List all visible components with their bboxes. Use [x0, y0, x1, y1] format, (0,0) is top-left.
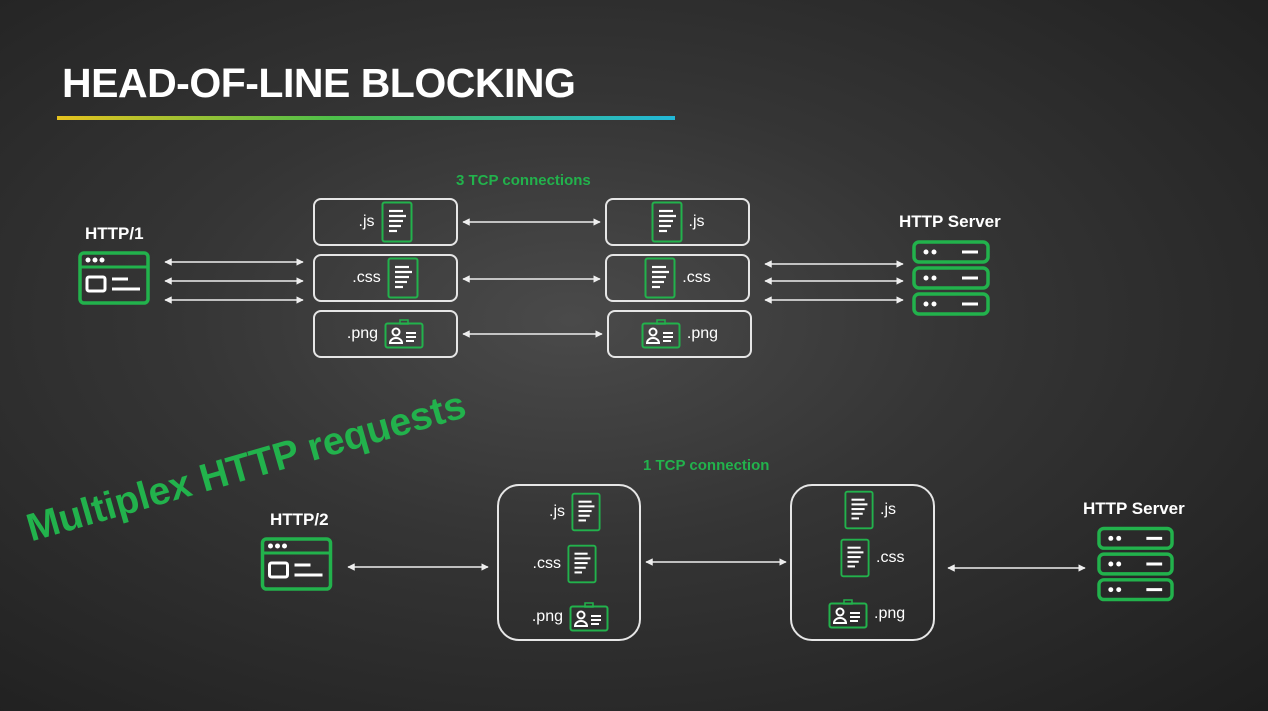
image-icon: [828, 599, 868, 629]
tcp-arrow: [460, 274, 603, 284]
document-icon: [387, 257, 419, 299]
image-icon: [641, 319, 681, 349]
server-arrow: [762, 276, 906, 286]
connection-arrow: [162, 257, 306, 267]
tcp-connection-label: 1 TCP connection: [643, 457, 770, 474]
connection-arrow: [162, 295, 306, 305]
client-stream-box: .js .css .png: [497, 484, 641, 641]
stream-png: .png: [532, 602, 609, 632]
file-label: .png: [531, 608, 563, 625]
title-underline: [57, 116, 675, 120]
file-label: .js: [880, 501, 896, 518]
tcp-arrow: [460, 329, 605, 339]
tcp-arrow: [643, 557, 789, 567]
document-icon: [571, 492, 601, 532]
stream-css: .css: [840, 538, 904, 578]
server-icon: [1097, 526, 1174, 602]
server-file-png: .png: [607, 310, 752, 358]
document-icon: [651, 201, 683, 243]
stream-js: .js: [844, 490, 896, 530]
document-icon: [644, 257, 676, 299]
connection-arrow: [162, 276, 306, 286]
image-icon: [384, 319, 424, 349]
document-icon: [381, 201, 413, 243]
file-label: .js: [549, 503, 565, 520]
server-arrow: [762, 295, 906, 305]
file-label: .png: [874, 605, 906, 622]
client-file-js: .js: [313, 198, 458, 246]
tcp-arrow: [460, 217, 603, 227]
server-stream-box: .js .css .png: [790, 484, 935, 641]
stream-js: .js: [549, 492, 601, 532]
stream-css: .css: [533, 544, 597, 584]
http1-label: HTTP/1: [85, 224, 144, 243]
document-icon: [567, 544, 597, 584]
file-label: .js: [358, 213, 375, 230]
file-label: .png: [686, 325, 719, 342]
image-icon: [569, 602, 609, 632]
file-label: .css: [352, 269, 381, 286]
http-server-label: HTTP Server: [899, 212, 1001, 231]
document-icon: [840, 538, 870, 578]
multiplex-label: Multiplex HTTP requests: [21, 383, 471, 551]
file-label: .css: [532, 555, 561, 572]
http-server-label: HTTP Server: [1083, 499, 1185, 518]
document-icon: [844, 490, 874, 530]
tcp-connections-label: 3 TCP connections: [456, 172, 591, 189]
connection-arrow: [345, 562, 491, 572]
slide-title: HEAD-OF-LINE BLOCKING: [62, 60, 576, 106]
server-file-js: .js: [605, 198, 750, 246]
file-label: .css: [682, 269, 711, 286]
stream-png: .png: [828, 599, 905, 629]
server-icon: [912, 240, 990, 316]
http2-label: HTTP/2: [270, 510, 329, 529]
client-file-png: .png: [313, 310, 458, 358]
file-label: .css: [876, 549, 905, 566]
server-arrow: [762, 259, 906, 269]
server-arrow: [945, 563, 1088, 573]
client-file-css: .css: [313, 254, 458, 302]
file-label: .png: [346, 325, 379, 342]
browser-icon: [78, 251, 150, 305]
browser-icon: [260, 537, 333, 591]
server-file-css: .css: [605, 254, 750, 302]
file-label: .js: [688, 213, 705, 230]
